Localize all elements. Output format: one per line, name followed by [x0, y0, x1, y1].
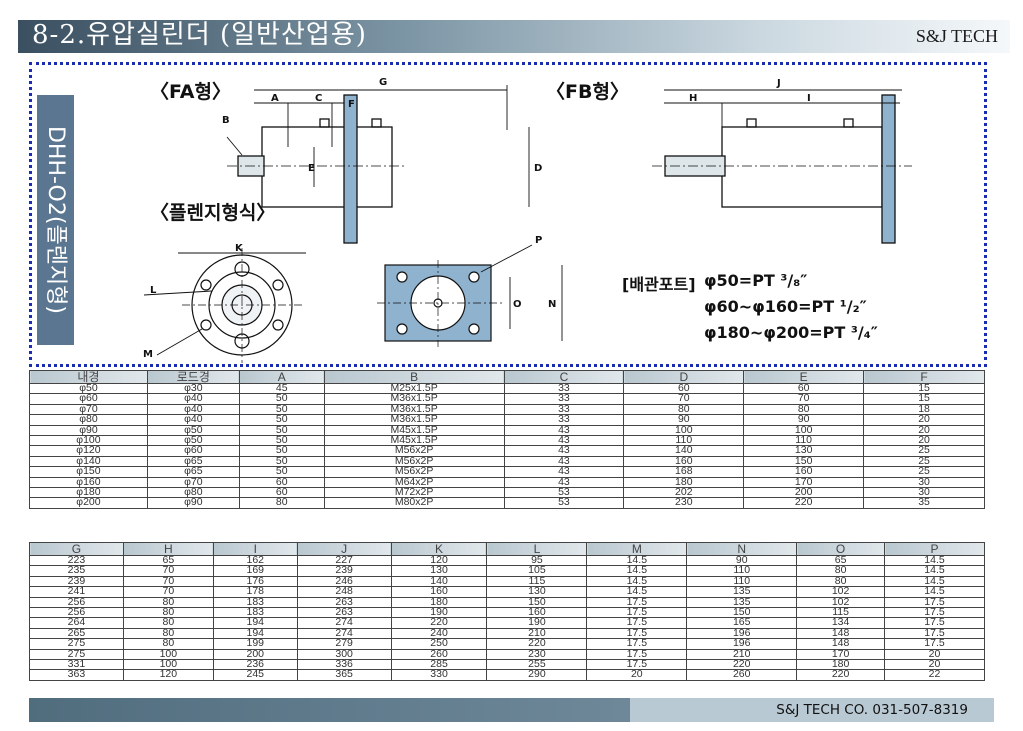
- table-cell: 365: [296, 669, 392, 681]
- cylinder-drawing: G A C F B E D J H I: [143, 77, 912, 363]
- dim-H: H: [689, 93, 697, 104]
- column-header: 로드경: [146, 370, 240, 384]
- company-name: S&J TECH: [915, 26, 998, 46]
- dim-C: C: [315, 93, 322, 104]
- page-title: 8-2.유압실린더 (일반산업용): [32, 20, 367, 50]
- table-cell: 290: [486, 669, 588, 681]
- fa-type-label: 〈FA형〉: [150, 81, 231, 103]
- dim-O: O: [513, 299, 522, 310]
- table-cell: 80: [238, 497, 325, 509]
- column-header: C: [503, 370, 625, 384]
- column-header: D: [623, 370, 745, 384]
- footer-contact-area: S&J TECH CO. 031-507-8319: [630, 698, 994, 722]
- table-cell: 363: [29, 669, 124, 681]
- table-cell: 35: [863, 497, 985, 509]
- table-cell: 22: [884, 669, 985, 681]
- column-header: O: [796, 542, 886, 556]
- column-header: F: [863, 370, 985, 384]
- column-header: G: [29, 542, 124, 556]
- dim-D: D: [534, 163, 542, 174]
- table-cell: 120: [122, 669, 214, 681]
- dim-J: J: [776, 78, 781, 89]
- column-header: J: [296, 542, 392, 556]
- port-line-1: φ50=PT ³/₈″: [704, 271, 808, 290]
- fa-cylinder: [226, 85, 530, 244]
- table-cell: 230: [623, 497, 745, 509]
- dim-F: F: [348, 99, 355, 110]
- dim-E: E: [308, 163, 315, 174]
- port-line-2: φ60~φ160=PT ¹/₂″: [704, 297, 867, 316]
- table-cell: M80x2P: [323, 497, 505, 509]
- table-cell: 220: [743, 497, 865, 509]
- dim-L: L: [150, 285, 157, 296]
- dim-M: M: [143, 349, 153, 360]
- model-side-label: DHH-O2(플렌지형): [37, 95, 74, 345]
- table-cell: 260: [686, 669, 798, 681]
- column-header: I: [212, 542, 298, 556]
- port-title: [배관포트]: [622, 275, 696, 294]
- column-header: P: [884, 542, 985, 556]
- dim-K: K: [235, 243, 244, 254]
- table-cell: 220: [796, 669, 886, 681]
- column-header: 내경: [29, 370, 148, 384]
- table-cell: 53: [503, 497, 625, 509]
- flange-front-view: [143, 248, 306, 363]
- flange-square-view: [377, 244, 563, 347]
- dim-B: B: [222, 115, 230, 126]
- table-cell: 245: [212, 669, 298, 681]
- dim-A: A: [271, 93, 279, 104]
- table-cell: φ200: [29, 497, 148, 509]
- dim-P: P: [535, 235, 542, 246]
- dim-G: G: [379, 77, 387, 88]
- fb-type-label: 〈FB형〉: [546, 81, 629, 103]
- flange-type-label: 〈플렌지형식〉: [150, 202, 276, 224]
- column-header: E: [743, 370, 865, 384]
- dim-I: I: [807, 93, 811, 104]
- footer-contact: S&J TECH CO. 031-507-8319: [776, 702, 968, 718]
- fb-cylinder: [652, 89, 912, 244]
- page-header: 8-2.유압실린더 (일반산업용) S&J TECH: [18, 20, 1010, 53]
- column-header: H: [122, 542, 214, 556]
- drawing-panel: DHH-O2(플렌지형) 〈FA형〉 〈FB형〉 〈플렌지형식〉 G A C F: [29, 62, 987, 367]
- column-header: A: [238, 370, 325, 384]
- column-header: N: [686, 542, 798, 556]
- table-cell: 20: [586, 669, 688, 681]
- table-cell: φ90: [146, 497, 240, 509]
- port-line-3: φ180~φ200=PT ³/₄″: [704, 323, 878, 342]
- dim-N: N: [548, 299, 556, 310]
- table-cell: 330: [390, 669, 488, 681]
